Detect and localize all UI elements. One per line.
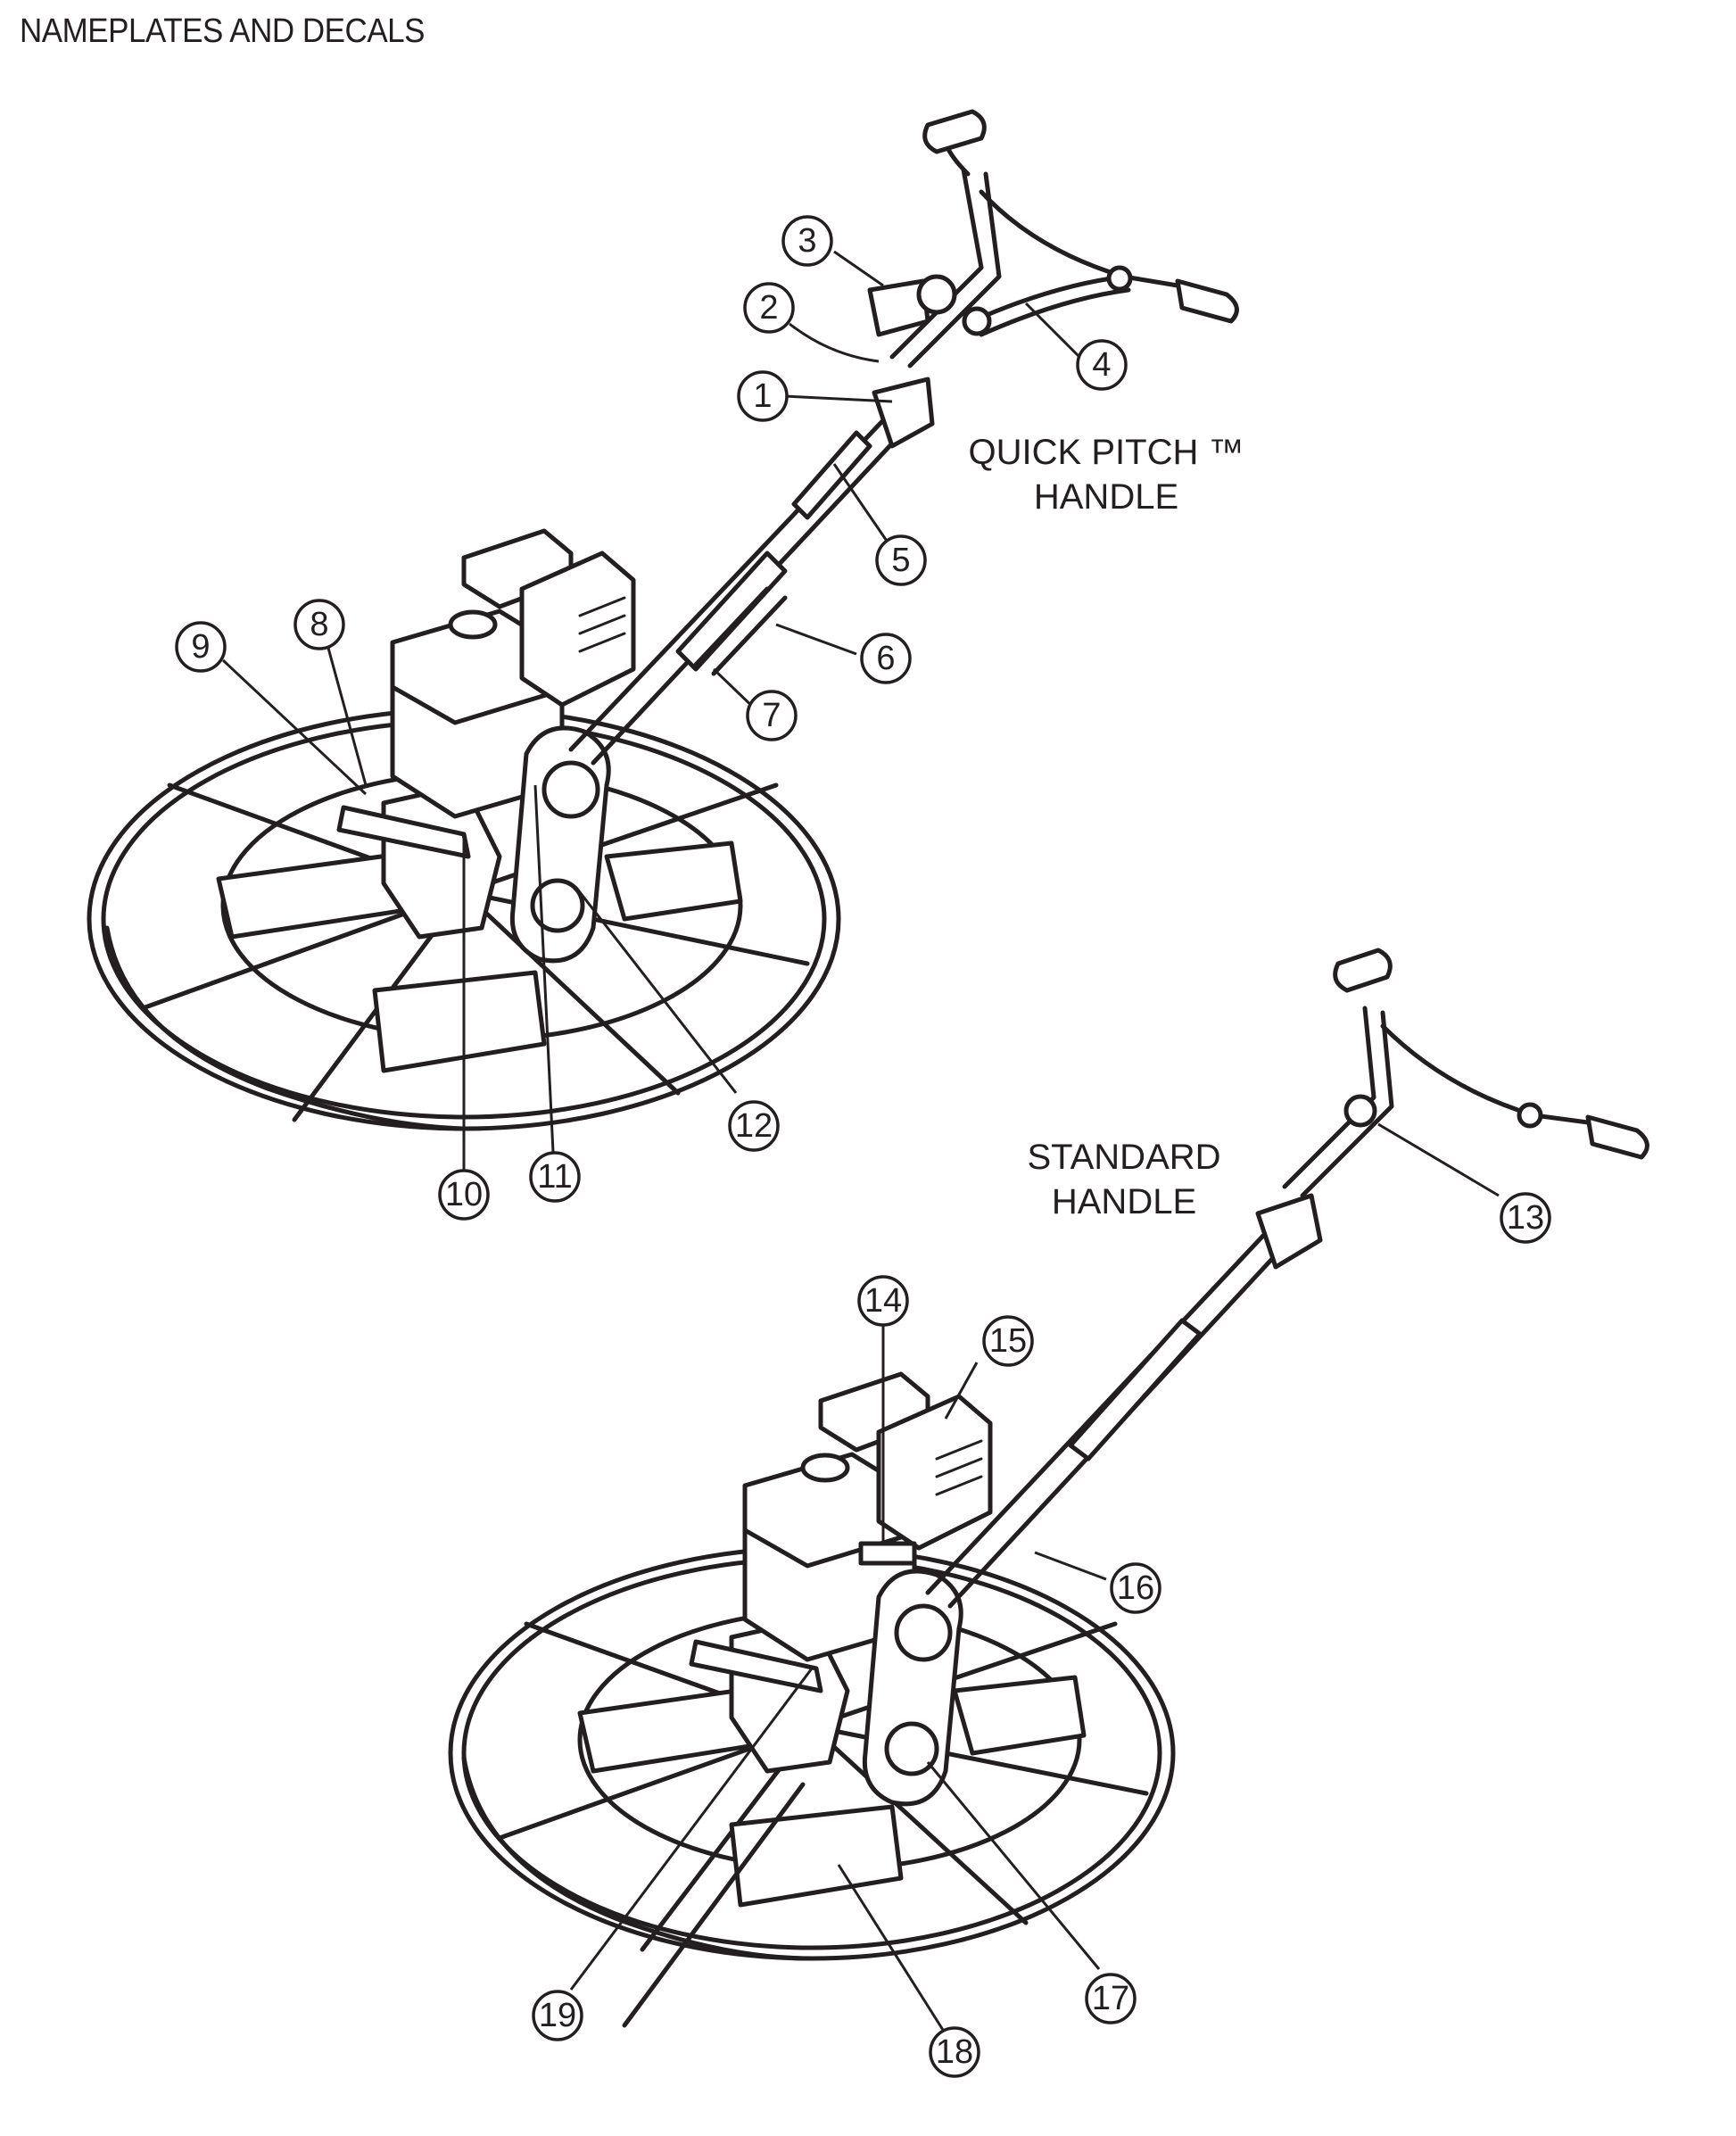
upper-handle-shaft [568, 377, 935, 766]
callout-9-label: 9 [191, 628, 210, 666]
caption-standard-line2: HANDLE [1051, 1182, 1197, 1221]
callout-19-label: 19 [539, 1997, 576, 2034]
caption-quick-pitch-handle: QUICK PITCH ™ HANDLE [919, 430, 1294, 519]
callout-5: 5 [875, 534, 927, 586]
callout-4-label: 4 [1092, 346, 1111, 384]
callout-7-label: 7 [762, 697, 781, 734]
upper-lift-bar [336, 805, 471, 859]
callout-1: 1 [737, 370, 789, 422]
callout-9: 9 [175, 621, 227, 673]
upper-engine [390, 528, 636, 819]
callout-11-label: 11 [537, 1158, 572, 1196]
callout-6-label: 6 [876, 640, 895, 677]
callout-10-label: 10 [445, 1176, 483, 1213]
lower-handle-bars [1282, 948, 1649, 1198]
callout-8: 8 [293, 599, 345, 650]
upper-throttle-control [867, 274, 957, 337]
upper-handle-bars [889, 109, 1239, 368]
callout-5-label: 5 [891, 542, 910, 579]
page-title: NAMEPLATES AND DECALS [20, 12, 426, 50]
lower-handle-shaft [622, 1193, 1323, 2028]
callout-leaders [221, 250, 1500, 2038]
callout-2-label: 2 [759, 289, 778, 327]
standard-trowel-drawing [448, 948, 1649, 2028]
callout-14: 14 [857, 1275, 909, 1327]
callout-17-label: 17 [1092, 1980, 1129, 2017]
callout-19: 19 [532, 1990, 583, 2041]
caption-quick-pitch-line1: QUICK PITCH ™ [968, 433, 1244, 472]
callout-18-label: 18 [936, 2033, 973, 2071]
callout-4: 4 [1076, 339, 1128, 391]
callout-13: 13 [1500, 1192, 1551, 1244]
callout-3: 3 [781, 215, 833, 267]
callout-3-label: 3 [798, 222, 816, 260]
callout-15-label: 15 [989, 1322, 1027, 1360]
caption-quick-pitch-line2: HANDLE [1033, 477, 1179, 517]
callout-6: 6 [860, 633, 912, 684]
quick-pitch-trowel-drawing [87, 109, 1239, 1131]
callout-10: 10 [438, 1169, 490, 1221]
lower-engine [742, 1371, 993, 1662]
callout-12: 12 [728, 1100, 780, 1152]
callout-13-label: 13 [1507, 1199, 1544, 1237]
lower-pitch-arm [862, 1569, 963, 1807]
caption-standard-line1: STANDARD [1027, 1138, 1221, 1177]
callout-8-label: 8 [310, 606, 328, 643]
callout-16-label: 16 [1117, 1569, 1154, 1607]
callout-11: 11 [529, 1151, 581, 1203]
callout-14-label: 14 [864, 1282, 902, 1320]
callout-16: 16 [1110, 1562, 1161, 1614]
callout-1-label: 1 [753, 377, 772, 415]
caption-standard-handle: STANDARD HANDLE [937, 1135, 1311, 1224]
callout-2: 2 [743, 282, 795, 334]
callout-17: 17 [1085, 1973, 1137, 2024]
lower-lift-bar [689, 1639, 823, 1693]
lower-blades [577, 1675, 1087, 1908]
callout-18: 18 [929, 2026, 980, 2078]
upper-pitch-arm [509, 725, 611, 964]
callout-12-label: 12 [735, 1107, 773, 1145]
callout-7: 7 [746, 690, 798, 741]
callout-15: 15 [982, 1315, 1034, 1367]
